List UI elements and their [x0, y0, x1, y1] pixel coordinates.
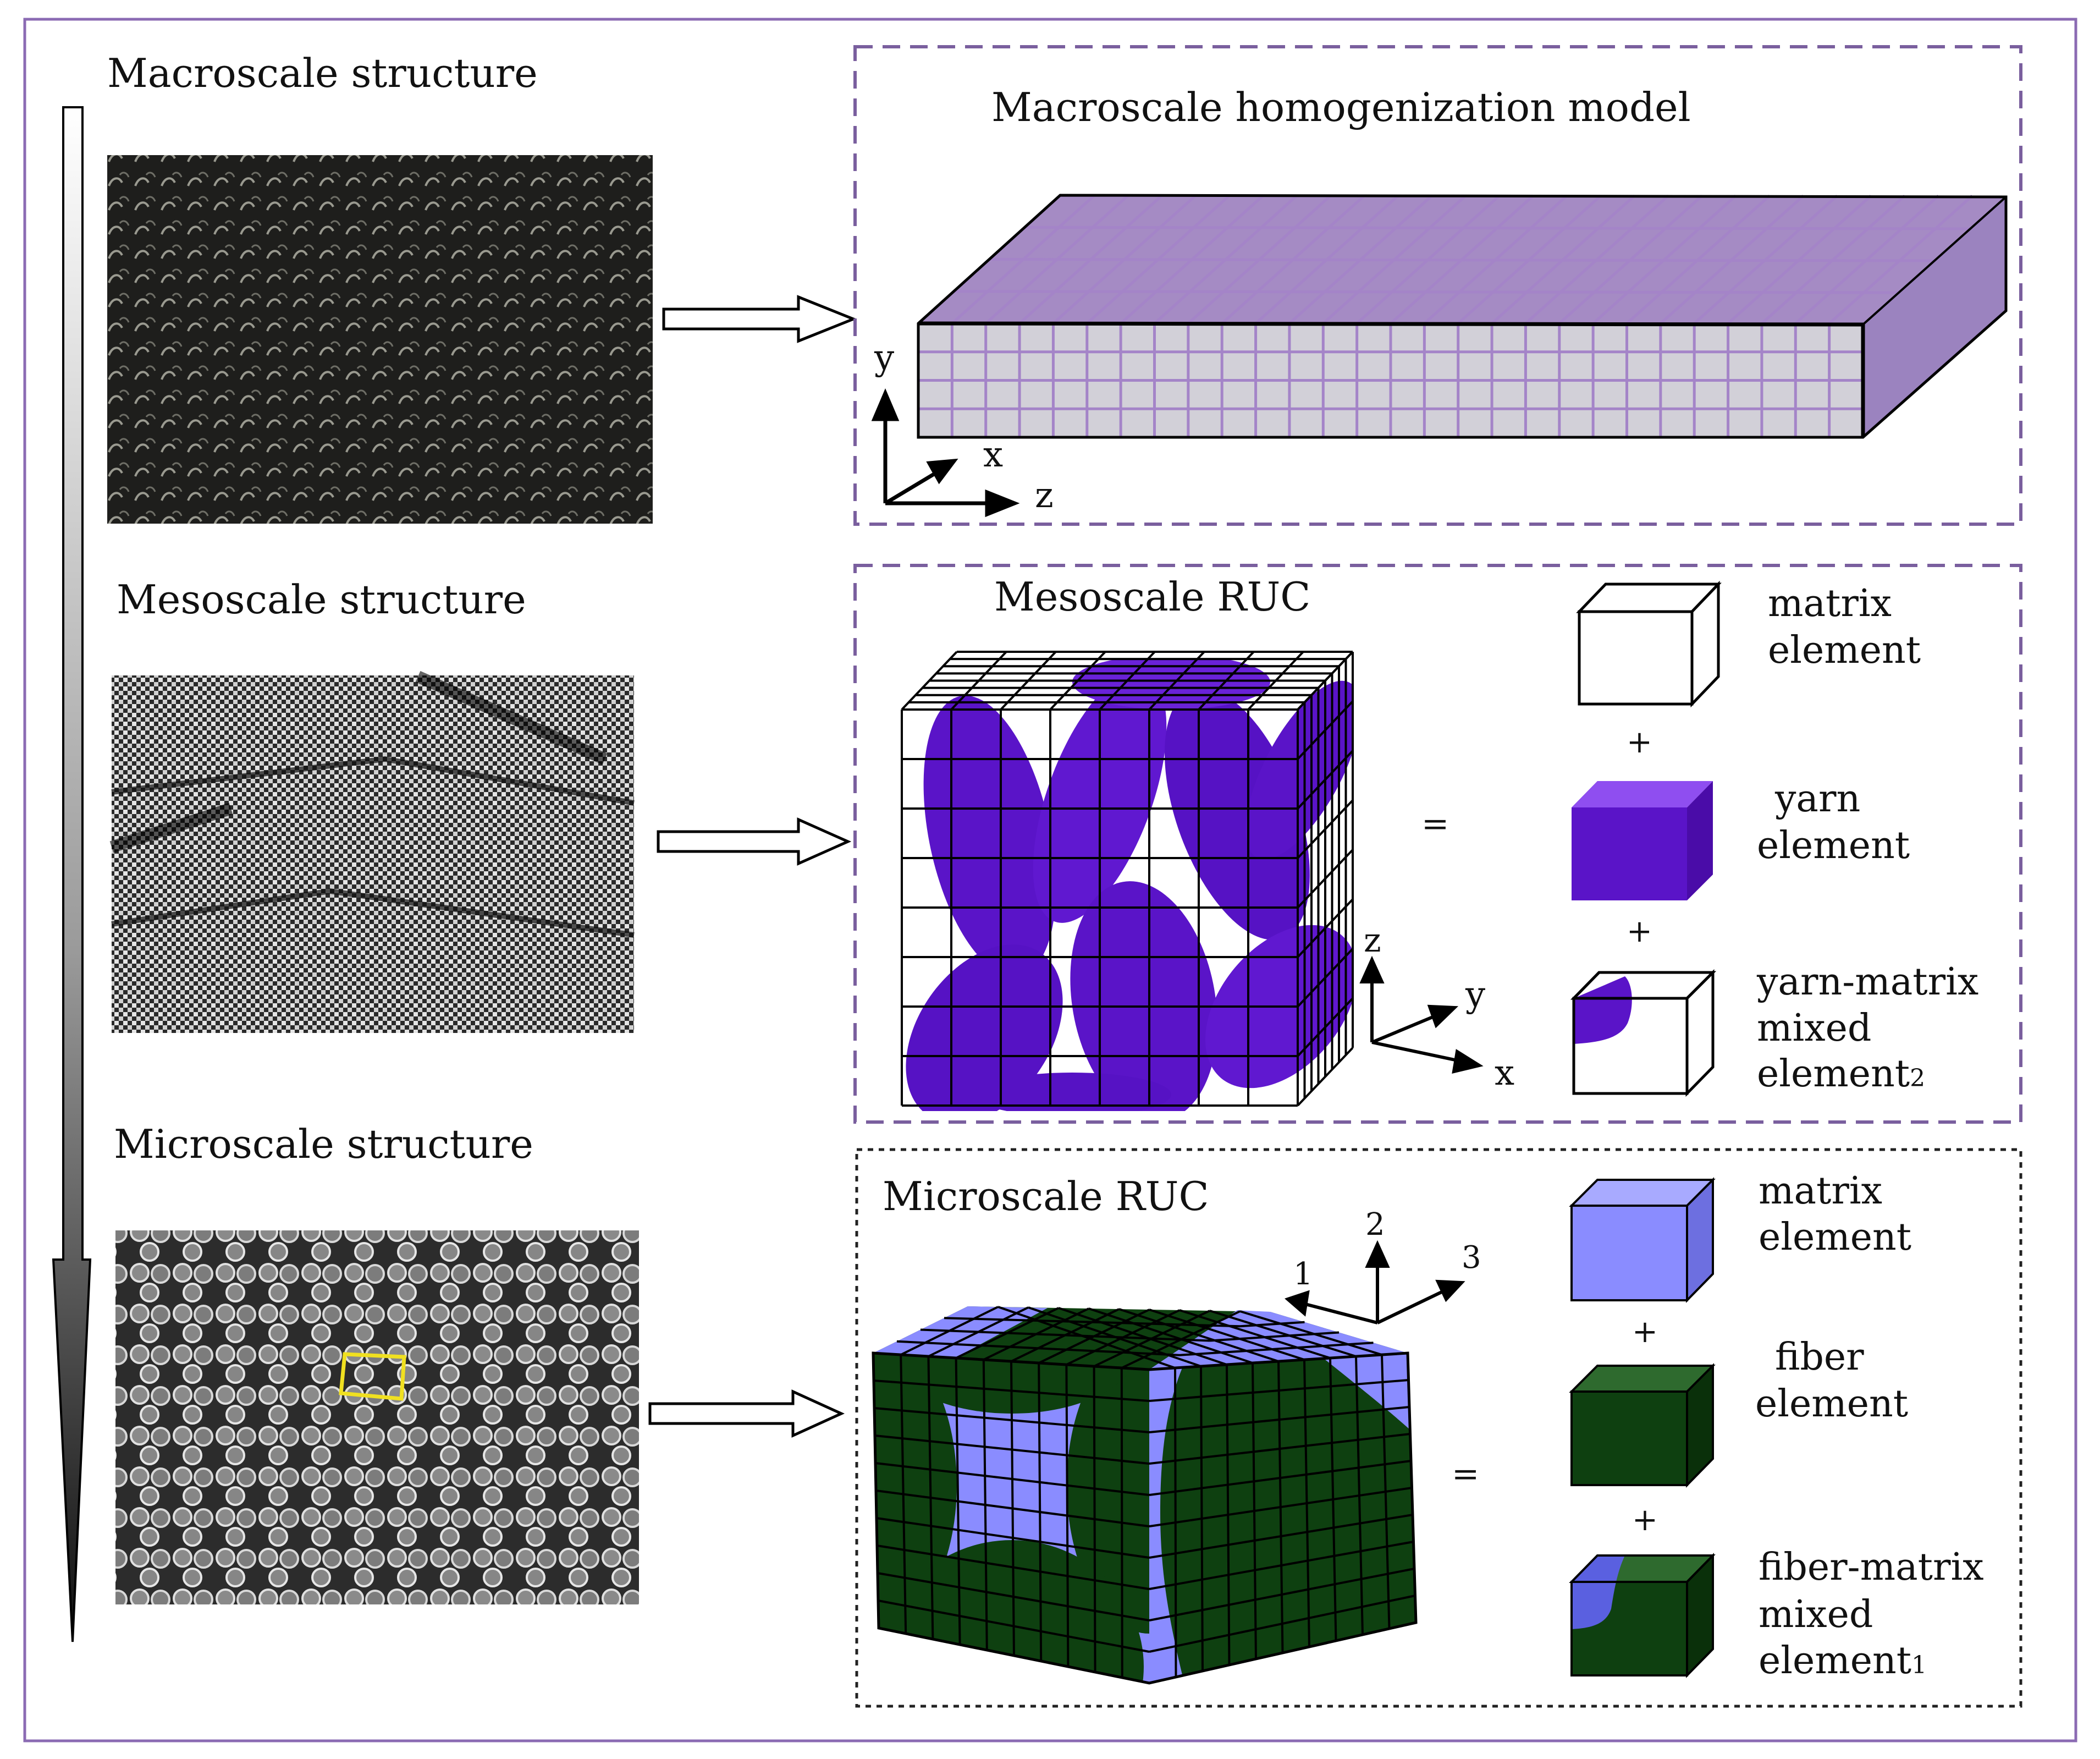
- arrow-micro: [648, 1389, 845, 1438]
- micro-axis-3-label: 3: [1462, 1240, 1481, 1276]
- micro-plus-1: +: [1632, 1314, 1658, 1350]
- meso-axis-z-label: z: [1364, 921, 1381, 960]
- macroscale-structure-title: Macroscale structure: [107, 50, 538, 96]
- meso-mixed-element-cube: [1570, 969, 1717, 1097]
- mesoscale-photo: [109, 670, 635, 1033]
- micro-mixed-element-cube: [1569, 1553, 1716, 1678]
- macro-homogenized-slab: [917, 194, 2008, 439]
- micro-plus-2: +: [1632, 1502, 1658, 1538]
- meso-mixed-label-line1: yarn-matrix: [1756, 960, 1978, 1004]
- meso-mixed-label-line3: element2: [1757, 1052, 1925, 1096]
- micro-matrix-element-cube: [1569, 1177, 1716, 1303]
- micro-mixed-label-line1: fiber-matrix: [1759, 1546, 1984, 1589]
- meso-equals-sign: =: [1421, 805, 1449, 843]
- micro-fiber-label-line1: fiber: [1775, 1335, 1864, 1379]
- meso-axis-x-label: x: [1495, 1053, 1514, 1093]
- meso-axis-y-label: y: [1465, 975, 1485, 1015]
- meso-matrix-label-line1: matrix: [1768, 582, 1892, 625]
- meso-matrix-label-line2: element: [1768, 629, 1921, 672]
- meso-mixed-label-line2: mixed: [1757, 1007, 1871, 1050]
- micro-fiber-label-line2: element: [1755, 1382, 1908, 1426]
- micro-equals-sign: =: [1452, 1455, 1479, 1493]
- micro-mixed-label-line3: element1: [1759, 1639, 1927, 1683]
- micro-matrix-label-line2: element: [1759, 1216, 1911, 1259]
- micro-fiber-element-cube: [1569, 1363, 1716, 1488]
- arrow-macro: [662, 295, 857, 343]
- microscale-photo: [115, 1230, 639, 1604]
- micro-mixed-label-line2: mixed: [1759, 1593, 1873, 1636]
- macro-axis-y-label: y: [874, 338, 894, 378]
- micro-matrix-label-line1: matrix: [1759, 1169, 1882, 1213]
- macro-axes: [871, 388, 1020, 518]
- micro-axis-1-label: 1: [1293, 1256, 1313, 1292]
- meso-axes: [1359, 955, 1484, 1074]
- meso-plus-2: +: [1627, 914, 1652, 949]
- micro-panel: [855, 1148, 2022, 1708]
- micro-panel-title: Microscale RUC: [883, 1173, 1209, 1219]
- meso-matrix-element-cube: [1576, 580, 1722, 708]
- scale-down-arrow: [52, 106, 92, 1642]
- macroscale-photo: [107, 155, 653, 524]
- macro-axis-x-label: x: [983, 435, 1003, 475]
- meso-plus-1: +: [1627, 724, 1652, 760]
- micro-axis-2-label: 2: [1365, 1207, 1385, 1243]
- meso-yarn-label-line2: element: [1757, 824, 1910, 867]
- outer-frame: [23, 18, 2077, 1742]
- macro-axis-z-label: z: [1035, 475, 1054, 516]
- meso-yarn-element-cube: [1572, 781, 1713, 900]
- micro-ruc-block: [872, 1306, 1418, 1685]
- microscale-structure-title: Microscale structure: [114, 1121, 533, 1167]
- meso-panel: [853, 564, 2022, 1124]
- meso-yarn-label-line1: yarn: [1774, 777, 1860, 821]
- micro-axes: [1285, 1240, 1465, 1324]
- meso-panel-title: Mesoscale RUC: [994, 574, 1310, 620]
- macro-panel: [853, 45, 2022, 526]
- macro-panel-title: Macroscale homogenization model: [991, 84, 1691, 130]
- mesoscale-structure-title: Mesoscale structure: [117, 576, 526, 623]
- selection-box: [339, 1352, 406, 1401]
- arrow-meso: [657, 817, 852, 866]
- meso-ruc-cube: [901, 651, 1354, 1111]
